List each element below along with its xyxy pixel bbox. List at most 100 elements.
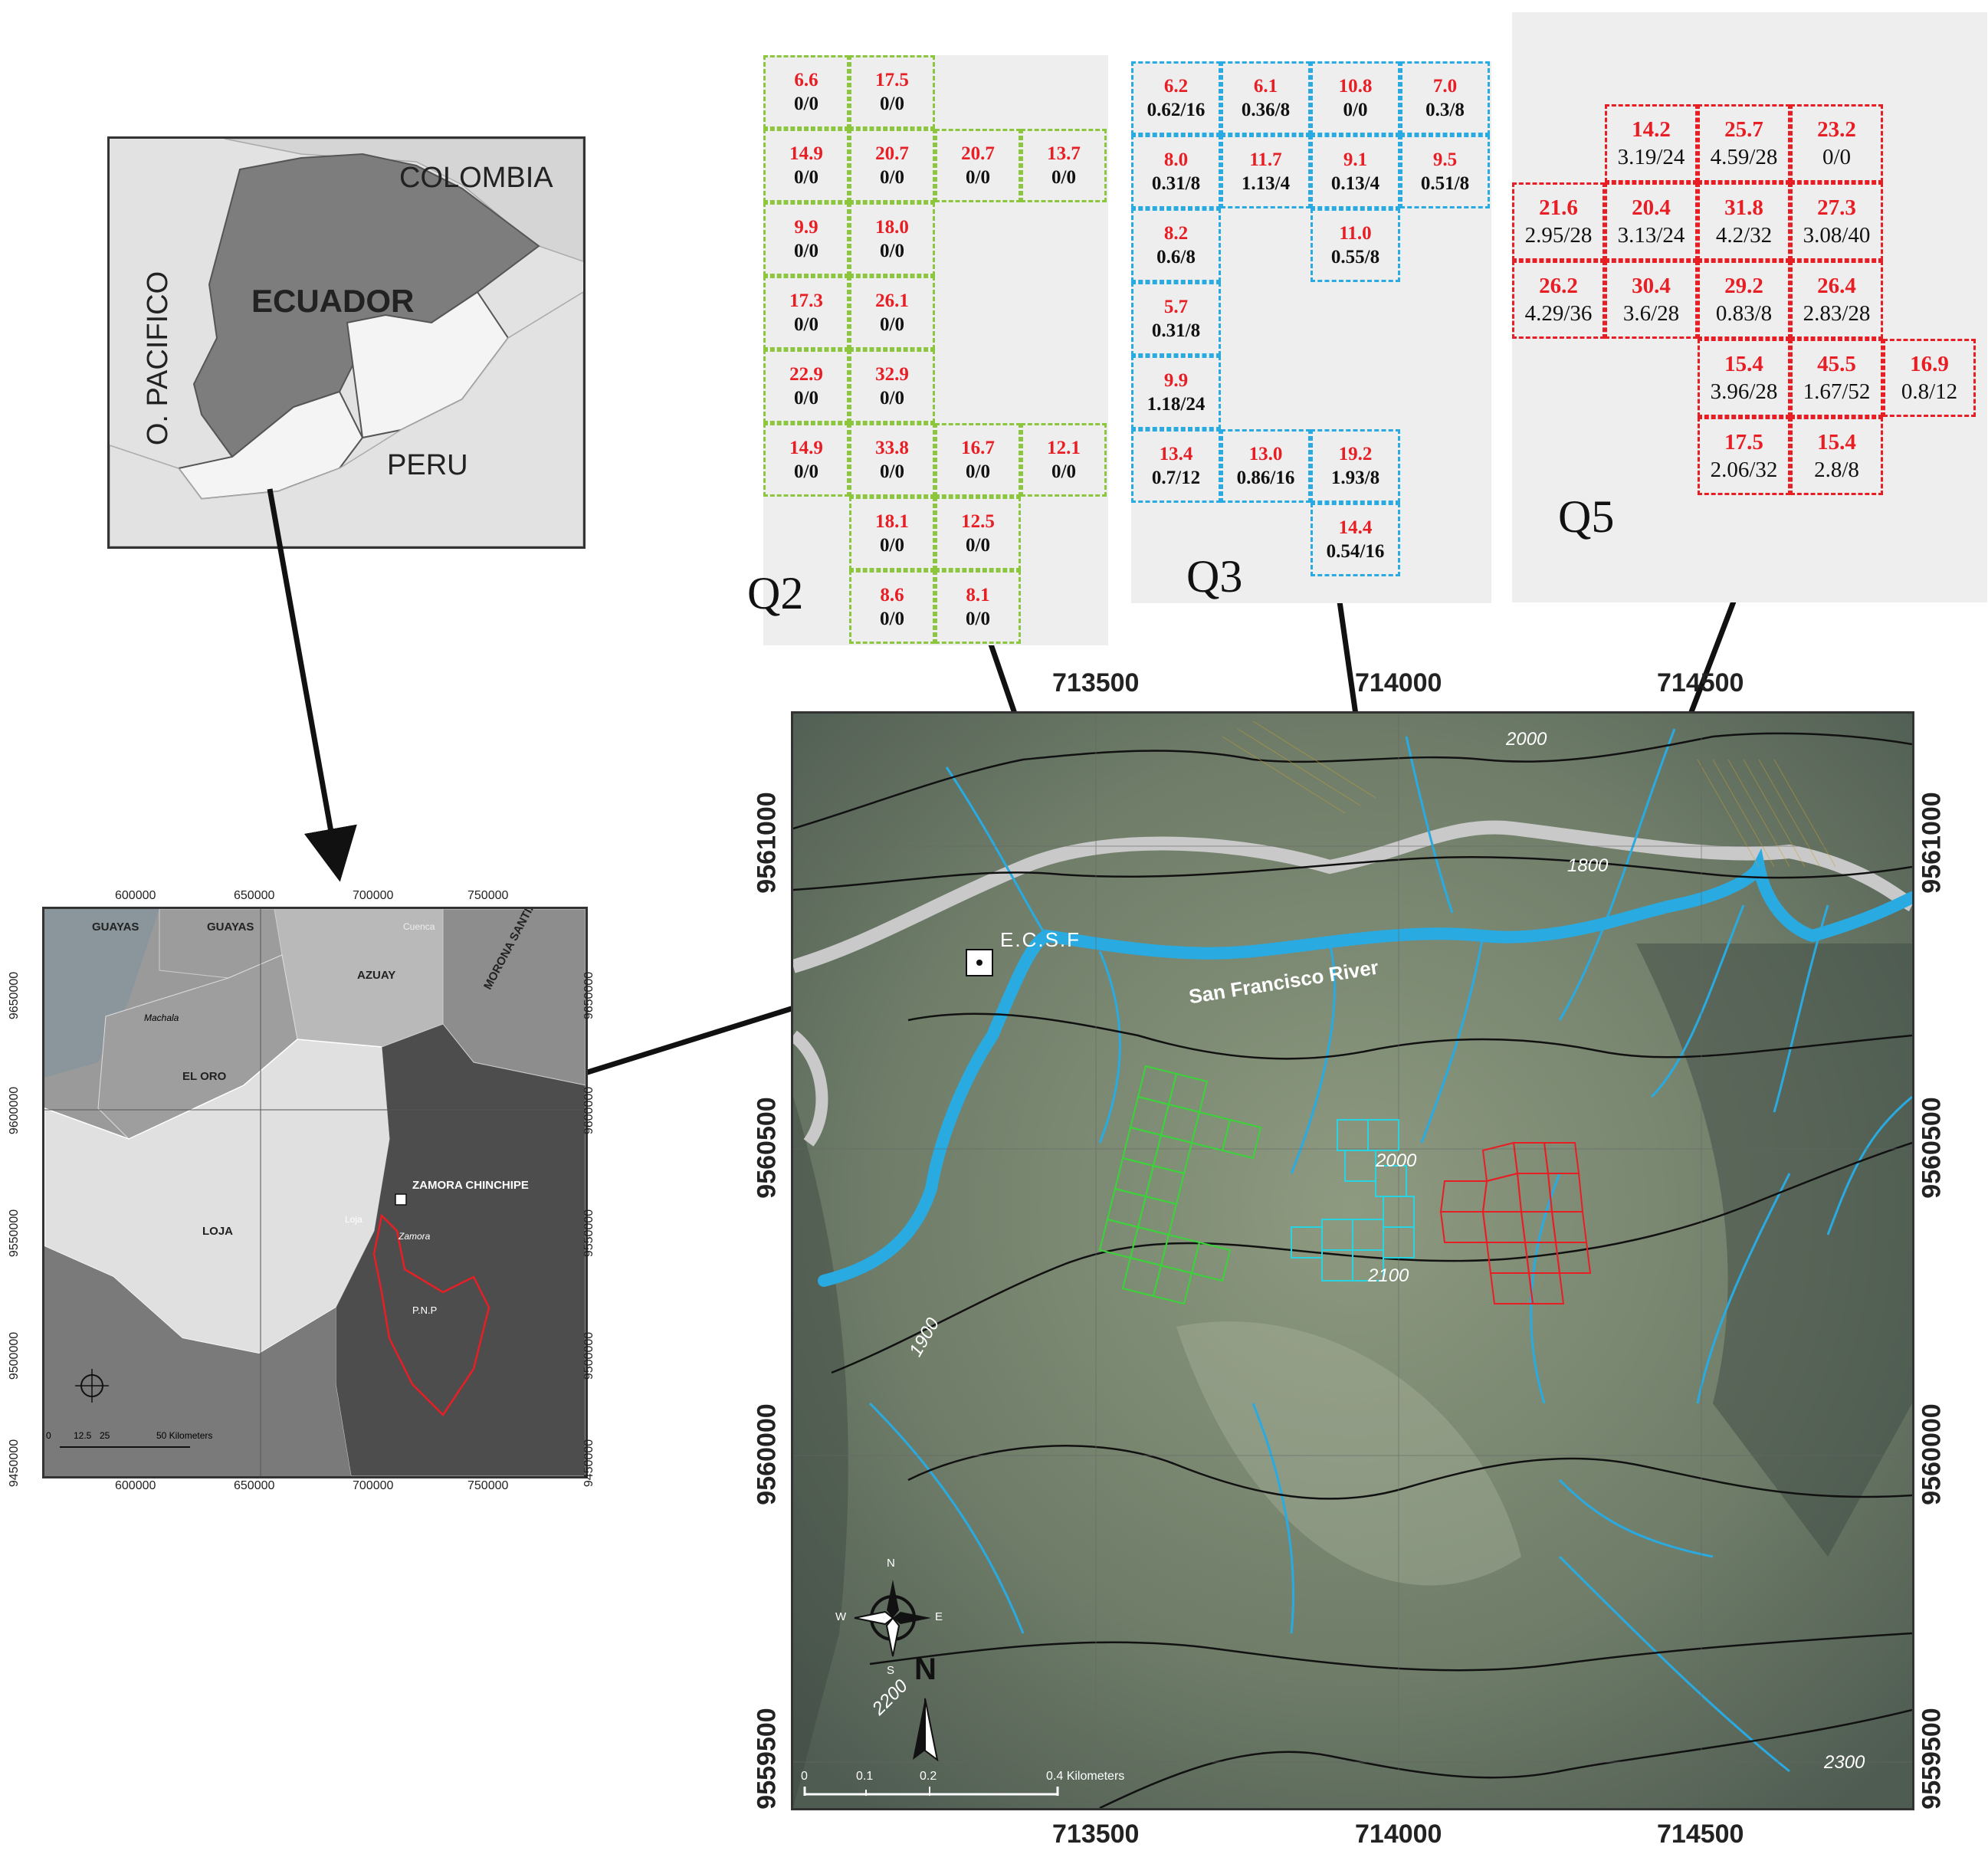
q5-cell-ratio: 3.19/24 bbox=[1617, 145, 1685, 169]
zamora-prov-shape bbox=[335, 1023, 586, 1476]
prov-right-tick-1: 9650000 bbox=[582, 971, 596, 1020]
q5-cell-ratio: 1.67/52 bbox=[1803, 379, 1871, 404]
q2-cell-value: 17.3 bbox=[789, 290, 823, 311]
q5-cell-ratio: 3.08/40 bbox=[1803, 223, 1871, 248]
map-left-tick-2: 9560500 bbox=[752, 1097, 782, 1199]
q5-cell-value: 30.4 bbox=[1632, 273, 1671, 298]
q5-cell-value: 17.5 bbox=[1724, 429, 1763, 455]
q5-cell-value: 26.4 bbox=[1817, 273, 1856, 298]
province-eloro: EL ORO bbox=[182, 1070, 227, 1083]
q3-cell-ratio: 0.3/8 bbox=[1425, 100, 1465, 120]
q3-cell-ratio: 0.31/8 bbox=[1151, 320, 1201, 341]
shadow-ridge-2 bbox=[793, 1097, 848, 1808]
q3-cell-ratio: 0/0 bbox=[1343, 100, 1368, 120]
q2-cell-ratio: 0/0 bbox=[794, 241, 818, 261]
q2-cell-ratio: 0/0 bbox=[880, 314, 904, 335]
q3-cell-value: 8.2 bbox=[1163, 222, 1189, 244]
scale-2: 25 bbox=[100, 1430, 110, 1441]
prov-bottom-tick-1: 600000 bbox=[115, 1479, 156, 1492]
q3-cell: 5.7 0.31/8 bbox=[1131, 282, 1221, 356]
q3-cell-value: 11.0 bbox=[1339, 222, 1372, 244]
q3-cell-ratio: 0.86/16 bbox=[1236, 468, 1295, 488]
q3-cell-ratio: 0.31/8 bbox=[1151, 173, 1201, 194]
q2-label: Q2 bbox=[747, 568, 804, 619]
q2-cell-value: 9.9 bbox=[794, 216, 818, 238]
q5-cell: 14.2 3.19/24 bbox=[1605, 104, 1698, 182]
north-label: N bbox=[914, 1652, 937, 1686]
q3-cell-value: 13.4 bbox=[1159, 443, 1193, 464]
q3-cell-ratio: 0.54/16 bbox=[1326, 541, 1385, 562]
q5-cell-value: 45.5 bbox=[1817, 351, 1856, 376]
scale-0: 0 bbox=[46, 1430, 51, 1441]
q2-cell-ratio: 0/0 bbox=[966, 609, 990, 629]
q2-cell-value: 12.5 bbox=[961, 510, 995, 532]
q5-cell-ratio: 0.8/12 bbox=[1901, 379, 1958, 404]
q5-cell-value: 27.3 bbox=[1817, 195, 1856, 220]
streams bbox=[868, 728, 1912, 1773]
province-guayas-2: GUAYAS bbox=[207, 921, 254, 934]
q3-cell-ratio: 1.93/8 bbox=[1330, 468, 1380, 488]
prov-bottom-tick-3: 700000 bbox=[353, 1479, 394, 1492]
scale-label-1: 0.1 bbox=[856, 1770, 874, 1783]
scale-1: 12.5 bbox=[74, 1430, 92, 1441]
q5-cell-value: 25.7 bbox=[1724, 116, 1763, 142]
province-loja: LOJA bbox=[202, 1225, 234, 1238]
q5-cell-value: 14.2 bbox=[1632, 116, 1671, 142]
q2-cell-value: 18.1 bbox=[875, 510, 909, 532]
light-area-1 bbox=[1176, 1321, 1521, 1586]
q2-cell-value: 33.8 bbox=[875, 437, 909, 458]
q3-label: Q3 bbox=[1186, 551, 1243, 602]
map-left-tick-4: 9559500 bbox=[752, 1708, 782, 1810]
map-top-tick-2: 714000 bbox=[1355, 668, 1442, 697]
q2-cell-value: 17.5 bbox=[875, 69, 909, 90]
label-peru: PERU bbox=[387, 449, 468, 481]
label-ecuador: ECUADOR bbox=[251, 283, 415, 319]
pnp-boundary bbox=[372, 1213, 490, 1416]
q2-cell-ratio: 0/0 bbox=[966, 535, 990, 556]
q2-cell-value: 8.1 bbox=[966, 584, 990, 605]
province-map: GUAYAS GUAYAS AZUAY MORONA SANTIAGO EL O… bbox=[42, 907, 588, 1478]
q5-cell-ratio: 2.06/32 bbox=[1710, 458, 1778, 482]
q2-cell-ratio: 0/0 bbox=[880, 241, 904, 261]
north-arrow bbox=[913, 1698, 939, 1762]
prov-bottom-tick-2: 650000 bbox=[234, 1479, 275, 1492]
q2-cell-ratio: 0/0 bbox=[966, 461, 990, 482]
contour-label-2: 1800 bbox=[1567, 855, 1609, 876]
scale-label-0: 0 bbox=[801, 1770, 808, 1783]
road bbox=[793, 820, 1912, 973]
prov-left-tick-4: 9500000 bbox=[8, 1331, 21, 1380]
q5-cell-ratio: 0/0 bbox=[1822, 145, 1852, 169]
compass-e: E bbox=[935, 1610, 943, 1623]
q2-cell-ratio: 0/0 bbox=[880, 388, 904, 409]
contour-label-4: 2100 bbox=[1368, 1265, 1409, 1286]
prov-right-tick-3: 9550000 bbox=[582, 1209, 596, 1258]
map-left-tick-3: 9560000 bbox=[752, 1403, 782, 1505]
q2-cell-ratio: 0/0 bbox=[794, 388, 818, 409]
q3-cell-value: 5.7 bbox=[1163, 296, 1189, 317]
prov-right-tick-4: 9500000 bbox=[582, 1331, 596, 1380]
ecuador-inset-map: COLOMBIA ECUADOR PERU O. PACIFICO bbox=[107, 136, 586, 549]
q2-cell-ratio: 0/0 bbox=[794, 314, 818, 335]
q3-cell-value: 9.1 bbox=[1343, 149, 1368, 170]
q2-cell-value: 32.9 bbox=[875, 363, 909, 385]
q2-cell-ratio: 0/0 bbox=[794, 167, 818, 188]
compass-n: N bbox=[887, 1557, 895, 1570]
q3-cell-ratio: 0.6/8 bbox=[1156, 247, 1196, 267]
prov-top-tick-3: 700000 bbox=[353, 889, 394, 902]
q5-plot-grid bbox=[1439, 1141, 1592, 1304]
